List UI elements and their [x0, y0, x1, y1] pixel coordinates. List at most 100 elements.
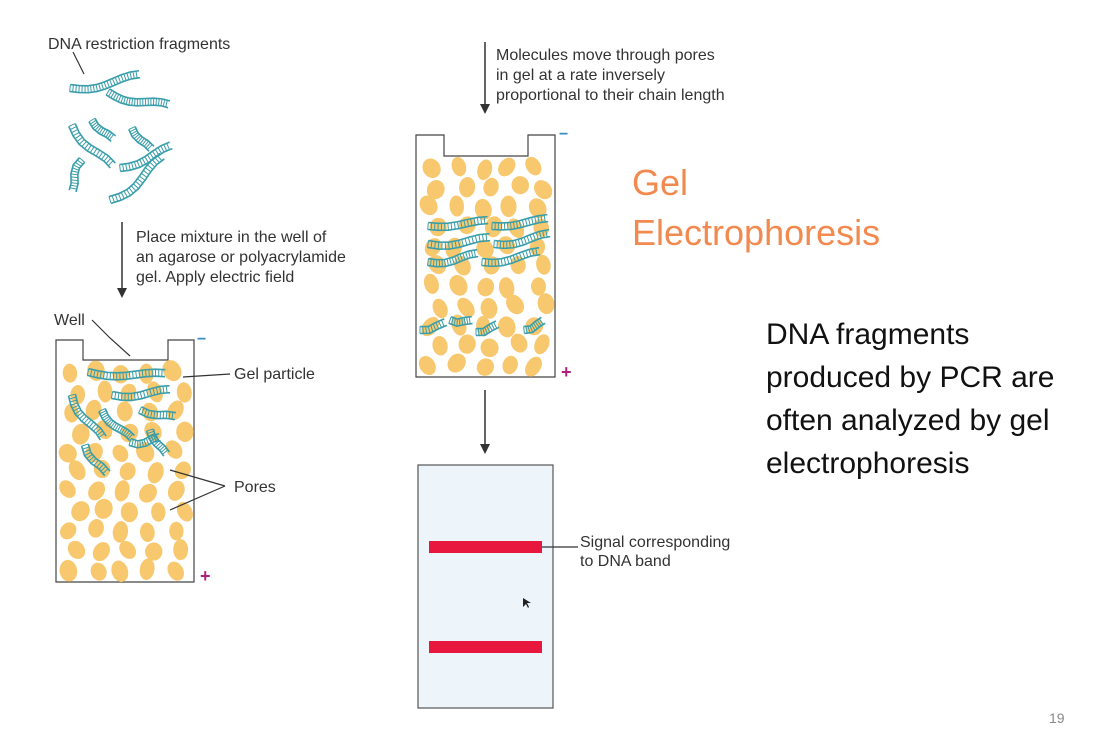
- gel-particles-running: [418, 156, 555, 377]
- gel-particle: [59, 559, 78, 582]
- gel-particle: [474, 198, 492, 220]
- gel-particle: [139, 558, 155, 581]
- gel-particle: [498, 157, 516, 177]
- gel-particle: [119, 540, 137, 559]
- gel-particle: [88, 481, 106, 501]
- gel-particle: [116, 401, 133, 422]
- gel-particle: [537, 293, 555, 315]
- gel-particle: [457, 297, 475, 318]
- dna-fragment: [128, 126, 155, 152]
- gel-particle: [165, 440, 183, 459]
- dna-bands-migrating: [419, 213, 551, 337]
- gel-particle: [458, 334, 476, 354]
- label-pores: Pores: [234, 479, 276, 496]
- dna-band-upper: [429, 541, 542, 553]
- gel-particle: [485, 216, 503, 238]
- gel-particle: [58, 443, 77, 463]
- gel-particle: [432, 335, 448, 356]
- gel-particle: [511, 176, 529, 195]
- gel-particle: [114, 480, 130, 502]
- gel-particle: [97, 380, 113, 403]
- gel-particle: [67, 540, 86, 559]
- gel-particle: [112, 444, 129, 463]
- gel-particle: [93, 459, 111, 479]
- dna-fragment: [493, 228, 551, 250]
- gel-particle: [60, 522, 77, 540]
- gel-particle: [531, 277, 547, 296]
- gel-container-running: [415, 134, 556, 378]
- gel-particle: [459, 176, 476, 198]
- gel-particle: [480, 297, 498, 319]
- gel-particle: [151, 502, 166, 522]
- dna-fragments-cluster: [68, 69, 173, 205]
- gel-particle: [477, 277, 495, 297]
- gel-particle: [59, 480, 76, 498]
- body-line3: often analyzed by gel: [766, 404, 1050, 437]
- gel-particle: [423, 273, 439, 294]
- electrode-plus-initial: +: [200, 566, 211, 586]
- label-dna-fragments: DNA restriction fragments: [48, 36, 231, 53]
- gel-particle: [119, 462, 136, 481]
- dna-fragment: [481, 246, 541, 268]
- gel-particle: [449, 195, 464, 217]
- gel-particle: [169, 521, 184, 541]
- label-step1-line3: gel. Apply electric field: [136, 269, 295, 286]
- gel-particle: [510, 333, 528, 353]
- dna-fragment: [86, 367, 166, 381]
- page-number: 19: [1049, 710, 1065, 726]
- label-step1-line2: an agarose or polyacrylamide: [136, 249, 346, 266]
- body-line1: DNA fragments: [766, 318, 970, 351]
- gel-particle: [432, 298, 448, 319]
- leader-lines: [72, 51, 578, 548]
- dna-fragment: [491, 213, 549, 231]
- gel-particle: [68, 460, 86, 481]
- body-line2: produced by PCR are: [766, 361, 1055, 394]
- gel-particle: [111, 560, 129, 582]
- dna-fragment: [523, 316, 546, 335]
- gel-particle: [64, 403, 79, 423]
- gel-particle: [483, 177, 499, 197]
- gel-particle: [85, 399, 102, 421]
- dna-fragment: [105, 88, 171, 109]
- gel-result-panel: [417, 464, 554, 709]
- dna-fragment: [427, 215, 489, 232]
- gel-particle: [500, 195, 517, 218]
- gel-particle: [71, 501, 90, 522]
- dna-fragment: [426, 232, 491, 250]
- cursor-icon: [523, 598, 531, 608]
- gel-particle: [536, 254, 551, 275]
- gel-particle: [497, 316, 516, 338]
- body-line4: electrophoresis: [766, 447, 970, 480]
- slide-title-line2: Electrophoresis: [632, 212, 881, 253]
- gel-particle: [449, 275, 468, 296]
- slide-title-line1: Gel: [632, 162, 689, 203]
- gel-particle: [529, 237, 546, 257]
- gel-particle: [167, 480, 185, 501]
- gel-particle: [477, 159, 493, 181]
- gel-particle: [506, 294, 525, 315]
- gel-particle: [162, 360, 182, 382]
- gel-particle: [112, 521, 129, 543]
- gel-particle: [528, 198, 547, 219]
- arrow-step2: [480, 42, 490, 114]
- gel-particle: [167, 561, 185, 581]
- gel-particle: [525, 356, 542, 377]
- gel-particle: [92, 542, 110, 562]
- dna-fragment: [419, 318, 448, 335]
- gel-particle: [139, 522, 155, 542]
- label-step2-line1: Molecules move through pores: [496, 47, 715, 64]
- gel-particle: [418, 355, 436, 376]
- gel-particle: [176, 501, 193, 522]
- label-gel-particle: Gel particle: [234, 366, 315, 383]
- arrow-step3: [480, 390, 490, 454]
- gel-particle: [139, 483, 157, 503]
- gel-particle: [476, 358, 495, 376]
- gel-particle: [447, 353, 466, 373]
- dna-fragment: [145, 428, 171, 457]
- electrode-minus-initial: −: [197, 331, 207, 348]
- arrow-step1: [117, 222, 127, 298]
- dna-fragment: [427, 248, 479, 268]
- gel-particle: [94, 498, 113, 519]
- gel-particle: [88, 519, 104, 538]
- dna-in-well: [67, 367, 177, 477]
